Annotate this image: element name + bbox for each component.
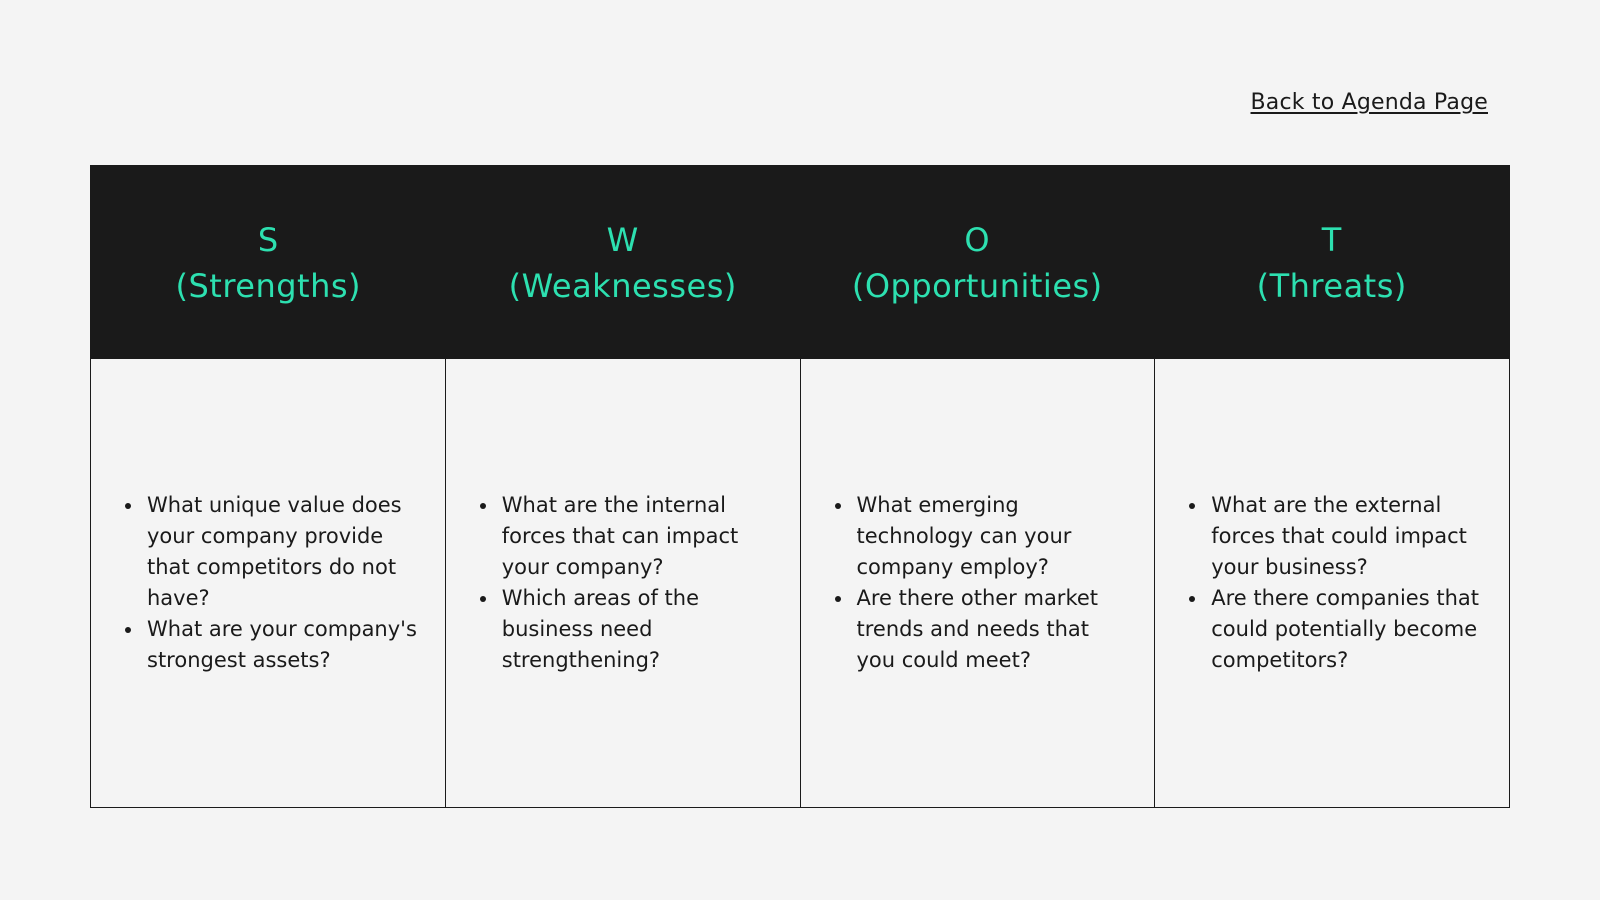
- header-letter: W: [606, 220, 639, 259]
- bullet-list: What unique value does your company prov…: [123, 490, 425, 676]
- header-label: (Opportunities): [851, 266, 1103, 305]
- list-item: Are there companies that could potential…: [1187, 583, 1489, 676]
- header-weaknesses: W (Weaknesses): [446, 166, 801, 359]
- bullet-list: What emerging technology can your compan…: [833, 490, 1135, 676]
- header-threats: T (Threats): [1155, 166, 1510, 359]
- list-item: Which areas of the business need strengt…: [478, 583, 780, 676]
- header-letter: O: [964, 220, 991, 259]
- list-item: What unique value does your company prov…: [123, 490, 425, 614]
- bullet-list: What are the external forces that could …: [1187, 490, 1489, 676]
- list-item: What emerging technology can your compan…: [833, 490, 1135, 583]
- header-label: (Strengths): [175, 266, 362, 305]
- cell-weaknesses: What are the internal forces that can im…: [446, 359, 801, 807]
- header-strengths: S (Strengths): [91, 166, 446, 359]
- list-item: What are the internal forces that can im…: [478, 490, 780, 583]
- bullet-list: What are the internal forces that can im…: [478, 490, 780, 676]
- header-label: (Threats): [1256, 266, 1407, 305]
- swot-table: S (Strengths) W (Weaknesses) O (Opportun…: [90, 165, 1510, 808]
- swot-body-row: What unique value does your company prov…: [91, 359, 1509, 807]
- swot-header-row: S (Strengths) W (Weaknesses) O (Opportun…: [91, 166, 1509, 359]
- cell-strengths: What unique value does your company prov…: [91, 359, 446, 807]
- header-letter: T: [1321, 220, 1342, 259]
- header-opportunities: O (Opportunities): [800, 166, 1155, 359]
- back-to-agenda-link[interactable]: Back to Agenda Page: [1250, 90, 1488, 115]
- header-label: (Weaknesses): [508, 266, 737, 305]
- list-item: What are the external forces that could …: [1187, 490, 1489, 583]
- cell-threats: What are the external forces that could …: [1155, 359, 1509, 807]
- list-item: What are your company's strongest assets…: [123, 614, 425, 676]
- cell-opportunities: What emerging technology can your compan…: [801, 359, 1156, 807]
- header-letter: S: [257, 220, 279, 259]
- list-item: Are there other market trends and needs …: [833, 583, 1135, 676]
